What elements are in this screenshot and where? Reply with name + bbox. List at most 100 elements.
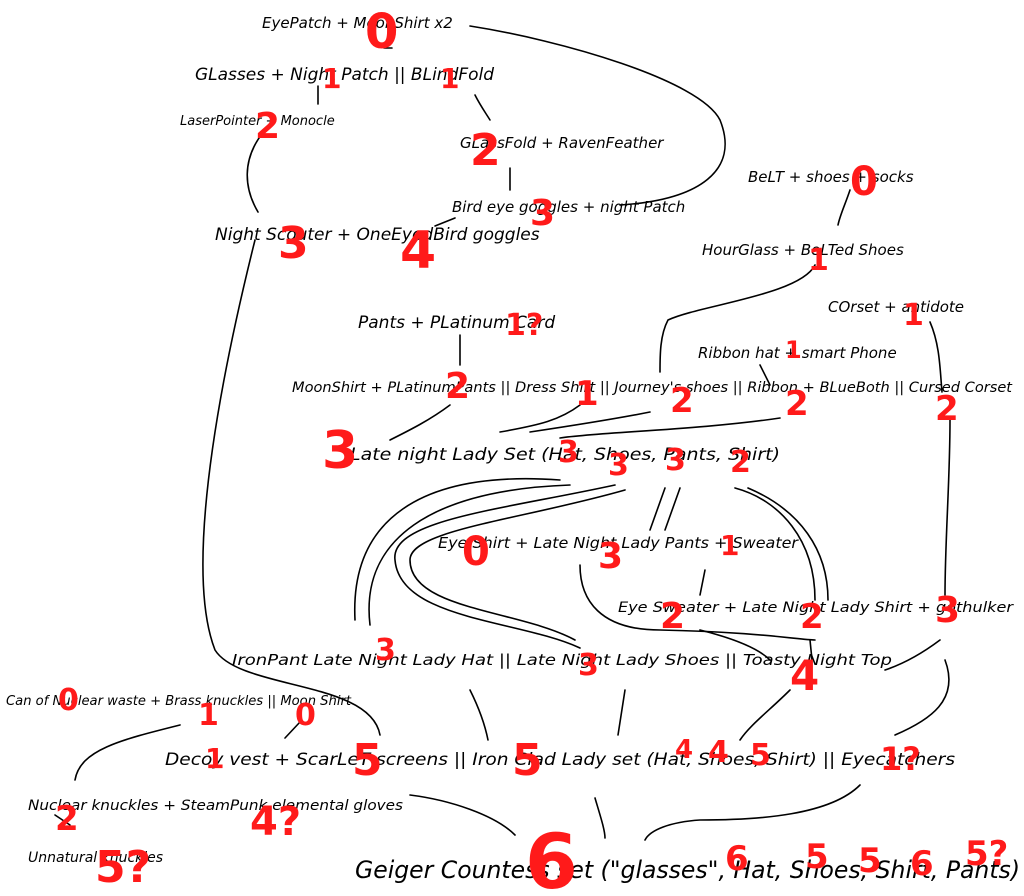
tier-lateset-shirt: 2 bbox=[730, 445, 751, 480]
tier-geiger-hat: 5 bbox=[805, 837, 829, 877]
arrow-eyeshirt-to-toasty bbox=[579, 564, 816, 641]
tier-eyepatch: 0 bbox=[365, 4, 398, 60]
arrow-lateshirt-to-toasty bbox=[809, 639, 813, 661]
arrow-belt-to-hourglass bbox=[837, 189, 851, 226]
label-ribbon-smartphone: Ribbon hat + smart Phone bbox=[698, 344, 897, 362]
label-glasses-nightpatch-blindfold: GLasses + Night Patch || BLindFold bbox=[195, 65, 494, 85]
arrow-scarlet-to-geiger bbox=[409, 794, 516, 836]
tier-lateshirt: 2 bbox=[800, 597, 824, 637]
arrow-lateshoes-to-lateshoes-2 bbox=[409, 489, 626, 641]
tier-latepants: 3 bbox=[598, 536, 623, 577]
arrow-latehat-to-ironpant bbox=[354, 478, 561, 621]
label-late-night-lady-set: Late night Lady Set (Hat, Shoes, Pants, … bbox=[350, 445, 780, 465]
arrow-ribbon-to-ribbonblue bbox=[759, 364, 771, 386]
arrow-eyecatchers-to-geiger bbox=[644, 784, 861, 841]
tier-moonshirt: 2 bbox=[445, 366, 470, 407]
label-eyesweater-row: Eye Sweater + Late Night Lady Shirt + go… bbox=[618, 600, 1014, 616]
arrow-moonshirt-to-lateset bbox=[389, 404, 451, 441]
tier-corset: 1 bbox=[903, 298, 924, 333]
tier-ironpant: 3 bbox=[375, 633, 396, 668]
label-canofnuclear-row: Can of Nuclear waste + Brass knuckles ||… bbox=[6, 694, 352, 709]
label-glassfold-ravenfeather: GLassFold + RavenFeather bbox=[460, 134, 664, 152]
tier-eyeshirt: 0 bbox=[462, 529, 490, 575]
arrow-ribbonblue-to-lateset bbox=[559, 417, 781, 439]
arrow-birdeye-to-birdgoggles bbox=[434, 217, 456, 227]
tier-glasses: 1 bbox=[322, 62, 341, 95]
connectors bbox=[54, 25, 951, 841]
arrow-eyepatch-to-glasses bbox=[383, 31, 393, 49]
arrow-eyepatch-to-birdeye bbox=[469, 25, 726, 206]
arrow-latepants-to-eyeshirt bbox=[649, 487, 666, 531]
arrow-lateshoes-to-lateshoes bbox=[394, 484, 616, 649]
tier-lateset: 3 bbox=[322, 421, 358, 481]
label-birdeye-goggles-nightpatch: Bird eye goggles + night Patch bbox=[452, 198, 685, 216]
tier-hourglass: 1 bbox=[808, 243, 829, 278]
tier-geiger-pants: 5? bbox=[965, 834, 1008, 874]
arrow-lateshirt-to-eyesweater-2 bbox=[747, 487, 829, 601]
label-decoy-row: Decoy vest + ScarLeT screens || Iron Cla… bbox=[165, 750, 955, 770]
tier-eyecatchers: 1? bbox=[880, 740, 921, 778]
tier-glassfold: 2 bbox=[470, 125, 501, 176]
tier-journeyshoes: 2 bbox=[670, 381, 694, 421]
tier-ribbon-smartphone: 1 bbox=[785, 336, 802, 364]
tier-canofnuclear: 0 bbox=[58, 683, 79, 718]
label-nightscouter-birdgoggles: Night Scouter + OneEyedBird goggles bbox=[215, 225, 540, 245]
arrow-lateshirt-to-eyesweater bbox=[734, 487, 816, 601]
tier-cursedcorset: 2 bbox=[935, 389, 959, 429]
arrow-cursedcorset-to-gothulker bbox=[944, 419, 951, 596]
tier-birdeye: 3 bbox=[530, 193, 555, 234]
label-laserpointer-monocle: LaserPointer + Monocle bbox=[180, 114, 335, 129]
arrow-hourglass-to-journey bbox=[659, 264, 816, 373]
tier-geiger-shoes: 5 bbox=[858, 841, 882, 881]
tier-decoyvest: 1 bbox=[205, 742, 224, 775]
tier-moonshirt2: 0 bbox=[295, 698, 316, 733]
arrow-laser-to-nightscouter bbox=[246, 129, 266, 213]
arrow-latehat-to-ironpant-2 bbox=[368, 484, 571, 626]
tier-ironclad-hat: 4 bbox=[675, 735, 693, 765]
label-eyepatch-moonshirt: EyePatch + MoonShirt x2 bbox=[262, 14, 453, 32]
tier-lateset-shoes: 3 bbox=[608, 448, 629, 483]
tier-belt: 0 bbox=[850, 159, 878, 205]
label-moonshirt-row: MoonShirt + PLatinumPants || Dress Shirt… bbox=[292, 380, 1013, 396]
arrow-lateshoes-to-ironclad bbox=[617, 689, 626, 736]
label-ironpants-row: IronPant Late Night Lady Hat || Late Nig… bbox=[232, 651, 892, 669]
arrow-corset-to-cursedcorset bbox=[929, 321, 943, 393]
tier-brassknuckles: 1 bbox=[198, 698, 219, 733]
arrow-nightscouter-to-scarlet bbox=[202, 239, 381, 736]
arrow-blindfold-to-glassfold bbox=[474, 94, 491, 121]
label-unnatural-knuckles: Unnatural knuckles bbox=[28, 850, 163, 866]
tier-geiger-glasses: 6 bbox=[725, 839, 749, 879]
tier-ribbon-blueboth: 2 bbox=[785, 384, 809, 424]
tier-dressshirt: 1 bbox=[575, 374, 599, 414]
tier-ironclad-shirt: 5 bbox=[750, 738, 771, 773]
item-labels: EyePatch + MoonShirt x2 GLasses + Night … bbox=[6, 14, 1020, 884]
label-hourglass-beltedshoes: HourGlass + BeLTed Shoes bbox=[702, 241, 904, 259]
arrow-journey-to-lateset bbox=[529, 411, 651, 433]
tier-toasty: 4 bbox=[790, 651, 819, 700]
tier-sweater: 1 bbox=[720, 529, 739, 562]
arrow-latepants-to-eyeshirt-2 bbox=[664, 487, 681, 531]
tier-lateshoes: 3 bbox=[578, 648, 599, 683]
arrow-gothulker-to-toasty bbox=[884, 639, 941, 671]
tier-unnatural: 5? bbox=[95, 842, 151, 893]
arrow-toasty-to-ironclad bbox=[739, 689, 791, 741]
label-belt-shoes-socks: BeLT + shoes + socks bbox=[748, 168, 914, 186]
tier-eyesweater: 2 bbox=[660, 596, 685, 637]
tier-laserpointer: 2 bbox=[255, 106, 280, 147]
arrow-canofnuclear-to-nuclear bbox=[74, 724, 181, 781]
tier-steampunk: 4? bbox=[250, 799, 301, 845]
arrow-eyesweater-to-toasty bbox=[699, 629, 771, 661]
tier-gothulker: 3 bbox=[935, 590, 960, 631]
tier-nuclearknuckles: 2 bbox=[55, 799, 79, 839]
label-pants-platinumcard: Pants + PLatinum Card bbox=[358, 313, 555, 333]
tier-nightscouter: 3 bbox=[278, 218, 309, 269]
arrow-sweater-to-eyesweater bbox=[699, 569, 706, 596]
arrow-dress-to-lateset bbox=[499, 404, 581, 433]
tier-lateset-pants: 3 bbox=[665, 443, 686, 478]
arrow-ironpant-to-ironclad bbox=[469, 689, 489, 741]
tier-birdgoggles: 4 bbox=[400, 221, 436, 281]
arrow-gothulker-to-eyecatchers bbox=[894, 659, 950, 736]
tier-ironclad: 5 bbox=[512, 735, 543, 786]
tier-geiger: 6 bbox=[525, 817, 578, 896]
